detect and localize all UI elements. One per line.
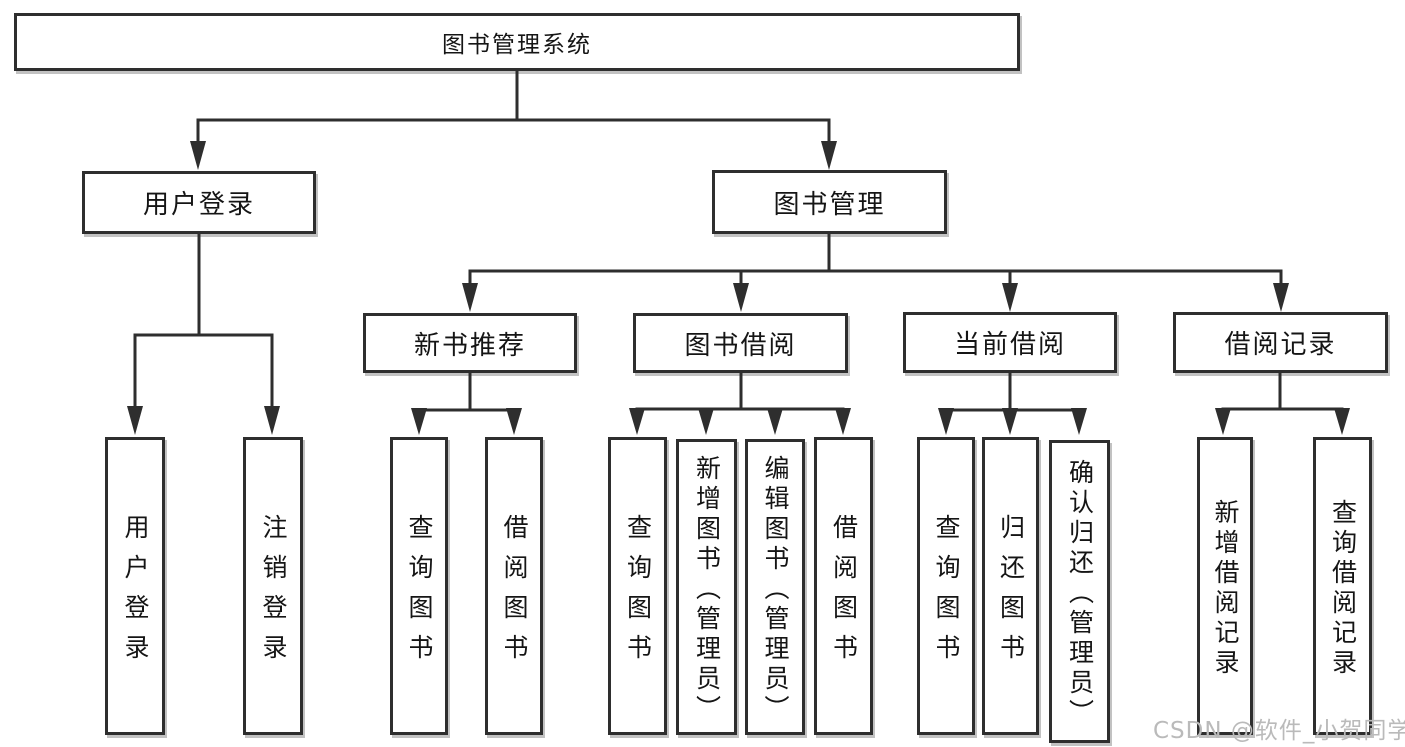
node-label: 新增图书（管理员） xyxy=(692,454,722,725)
node-label: 借阅记录 xyxy=(1224,330,1337,360)
node-label: 用户登录 xyxy=(121,513,150,674)
node-label: 归还图书 xyxy=(996,513,1026,674)
leaf-query-books-recommend: 查询图书 xyxy=(390,437,448,735)
node-label: 借阅图书 xyxy=(829,513,859,674)
leaf-edit-book-admin: 编辑图书（管理员） xyxy=(745,439,805,735)
leaf-query-books-current: 查询图书 xyxy=(917,437,975,735)
node-label: 当前借阅 xyxy=(953,330,1066,360)
node-label: 借阅图书 xyxy=(500,513,529,674)
leaf-add-borrow-record: 新增借阅记录 xyxy=(1197,437,1253,735)
node-label: 注销登录 xyxy=(259,513,288,674)
leaf-confirm-return-admin: 确认归还（管理员） xyxy=(1049,440,1110,743)
node-book-management: 图书管理 xyxy=(712,170,947,234)
leaf-return-book: 归还图书 xyxy=(982,437,1039,735)
node-label: 确认归还（管理员） xyxy=(1065,459,1095,729)
node-label: 查询图书 xyxy=(932,513,961,674)
node-label: 新书推荐 xyxy=(413,330,526,361)
node-book-borrowing: 图书借阅 xyxy=(633,313,848,373)
leaf-user-login: 用户登录 xyxy=(105,437,165,735)
node-current-borrowing: 当前借阅 xyxy=(903,312,1117,373)
node-user-login: 用户登录 xyxy=(82,171,316,234)
leaf-logout: 注销登录 xyxy=(243,437,303,735)
node-borrowing-records: 借阅记录 xyxy=(1173,312,1388,373)
csdn-watermark: CSDN @软件_小贺同学 xyxy=(1153,718,1405,744)
node-library-system: 图书管理系统 xyxy=(14,13,1020,71)
node-label: 图书借阅 xyxy=(684,330,797,361)
node-label: 编辑图书（管理员） xyxy=(761,454,790,725)
node-label: 用户登录 xyxy=(142,190,255,220)
node-label: 查询图书 xyxy=(623,513,653,674)
node-label: 查询借阅记录 xyxy=(1328,498,1358,679)
node-label: 图书管理 xyxy=(773,189,886,220)
leaf-borrow-books-recommend: 借阅图书 xyxy=(485,437,543,735)
leaf-query-books-borrow: 查询图书 xyxy=(608,437,667,735)
node-label: 新增借阅记录 xyxy=(1211,498,1240,679)
node-label: 查询图书 xyxy=(405,513,434,674)
leaf-add-book-admin: 新增图书（管理员） xyxy=(676,439,737,735)
node-label: 图书管理系统 xyxy=(442,32,592,58)
leaf-borrow-books: 借阅图书 xyxy=(814,437,873,735)
node-new-book-recommendation: 新书推荐 xyxy=(363,313,577,373)
leaf-query-borrow-record: 查询借阅记录 xyxy=(1313,437,1372,735)
